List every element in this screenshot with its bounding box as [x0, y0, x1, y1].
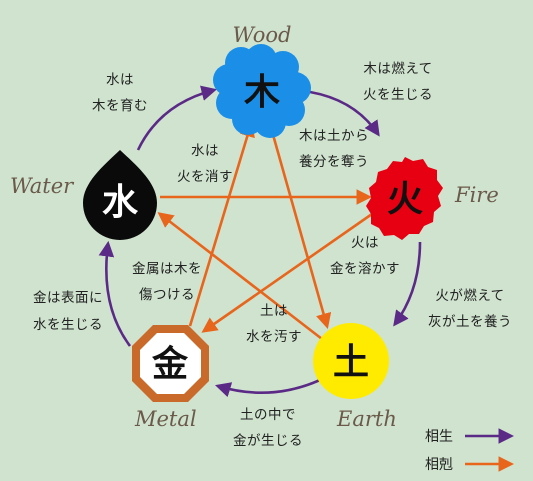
wood-node: 木 — [213, 44, 311, 138]
sheng-arrow-metal-water — [98, 240, 132, 347]
earth-kanji: 土 — [333, 342, 369, 383]
water-drop-icon — [83, 150, 157, 240]
ke-arrows — [157, 121, 373, 341]
ke-arrow-earth-water — [157, 212, 323, 341]
metal-kanji: 金 — [151, 343, 189, 385]
legend-sheng-label: 相生 — [425, 429, 453, 445]
caption-fire-earth-1: 火が燃えて — [435, 287, 504, 304]
caption-earth-water-1: 土は — [260, 303, 288, 319]
sheng-arrow-earth-metal — [215, 378, 321, 398]
fire-kanji: 火 — [387, 179, 423, 220]
caption-water-wood-1: 水は — [106, 72, 134, 88]
wood-kanji: 木 — [244, 72, 280, 113]
caption-fire-metal-1: 火は — [351, 235, 379, 251]
sheng-arrow-fire-earth — [393, 241, 422, 327]
caption-water-fire-1: 水は — [191, 143, 219, 159]
ke-arrow-wood-earth — [268, 123, 332, 330]
caption-earth-water-2: 水を汚す — [246, 329, 302, 345]
caption-wood-fire-2: 火を生じる — [363, 87, 433, 103]
caption-wood-earth-1: 木は土から — [299, 128, 369, 144]
caption-metal-water-2: 水を生じる — [33, 317, 103, 333]
caption-fire-metal-2: 金を溶かす — [330, 261, 400, 277]
ke-arrow-fire-metal — [201, 212, 373, 333]
caption-metal-wood-2: 傷つける — [139, 287, 195, 303]
earth-node: 土 — [313, 323, 389, 399]
caption-wood-earth-2: 養分を奪う — [299, 153, 369, 170]
caption-metal-water-1: 金は表面に — [33, 290, 103, 306]
caption-earth-metal-2: 金が生じる — [233, 433, 303, 449]
earth-name: Earth — [336, 407, 397, 431]
caption-fire-earth-2: 灰が土を養う — [428, 313, 512, 330]
caption-water-wood-2: 木を育む — [92, 98, 148, 114]
caption-earth-metal-1: 土の中で — [240, 407, 296, 423]
metal-node: 金 — [132, 325, 209, 402]
water-name: Water — [10, 174, 75, 198]
ke-arrow-metal-wood — [188, 121, 255, 327]
water-kanji: 水 — [102, 182, 139, 223]
caption-water-fire-2: 火を消す — [177, 169, 233, 185]
legend-ke-label: 相剋 — [425, 457, 453, 473]
wood-name: Wood — [233, 23, 292, 47]
legend: 相生 相剋 — [425, 428, 515, 473]
water-node: 水 — [83, 150, 157, 240]
earth-circle-icon — [313, 323, 389, 399]
caption-wood-fire-1: 木は燃えて — [363, 60, 432, 77]
sheng-arrow-wood-fire — [309, 90, 380, 137]
sheng-arrows — [98, 85, 422, 398]
metal-name: Metal — [134, 407, 197, 431]
caption-metal-wood-1: 金属は木を — [132, 261, 202, 277]
wood-flower-icon — [213, 44, 311, 138]
fire-node: 火 — [366, 157, 443, 240]
sheng-arrow-water-wood — [136, 85, 218, 151]
fire-gear-icon — [366, 157, 443, 240]
fire-name: Fire — [454, 183, 499, 207]
